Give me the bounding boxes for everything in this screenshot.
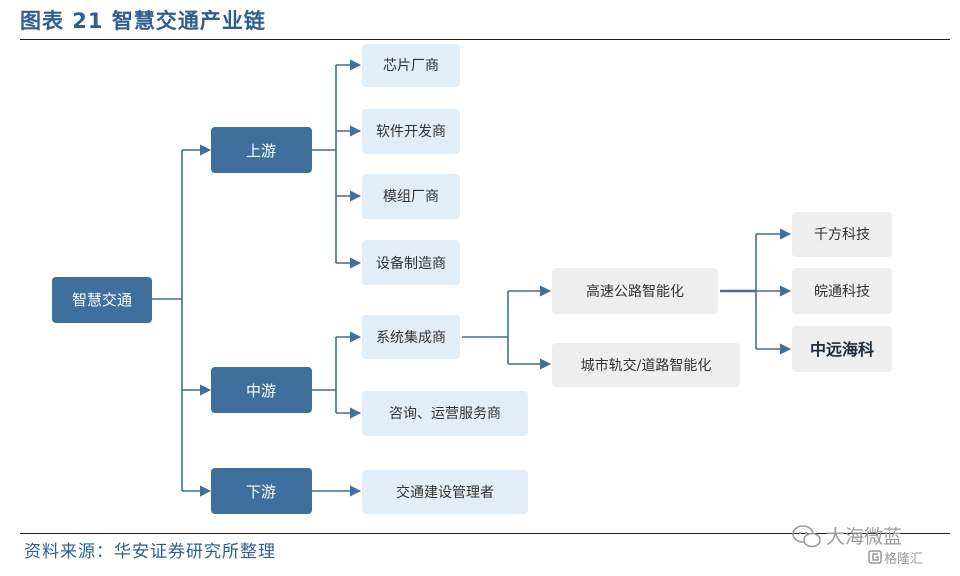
gelonghui-logo-icon bbox=[868, 550, 882, 564]
node-builder-label: 交通建设管理者 bbox=[396, 484, 494, 501]
node-urban: 城市轨交/道路智能化 bbox=[552, 343, 740, 387]
node-qianfang: 千方科技 bbox=[792, 212, 892, 257]
node-midstream: 中游 bbox=[211, 367, 312, 413]
node-module: 模组厂商 bbox=[362, 174, 460, 219]
node-highway-label: 高速公路智能化 bbox=[586, 283, 684, 300]
top-rule bbox=[20, 39, 950, 40]
watermark: 大海微蓝 格隆汇 bbox=[792, 520, 952, 570]
node-software: 软件开发商 bbox=[362, 109, 460, 154]
node-equipment-label: 设备制造商 bbox=[376, 255, 446, 272]
node-zhongyuan-label: 中远海科 bbox=[810, 340, 874, 359]
node-urban-label: 城市轨交/道路智能化 bbox=[581, 357, 712, 374]
integrator-connectors bbox=[462, 285, 552, 370]
watermark-text: 大海微蓝 bbox=[826, 526, 903, 548]
node-root-label: 智慧交通 bbox=[72, 291, 132, 309]
node-chip: 芯片厂商 bbox=[362, 44, 460, 87]
node-integrator-label: 系统集成商 bbox=[376, 329, 446, 346]
node-consulting-label: 咨询、运营服务商 bbox=[389, 406, 501, 422]
node-upstream: 上游 bbox=[211, 127, 312, 173]
midstream-connectors bbox=[312, 331, 362, 419]
node-module-label: 模组厂商 bbox=[383, 189, 439, 205]
node-zhongyuan: 中远海科 bbox=[792, 326, 892, 372]
node-wantong: 皖通科技 bbox=[792, 268, 892, 314]
node-chip-label: 芯片厂商 bbox=[383, 58, 439, 74]
node-highway: 高速公路智能化 bbox=[552, 268, 718, 314]
highway-connectors bbox=[720, 228, 792, 355]
source-footer: 资料来源：华安证券研究所整理 bbox=[24, 542, 276, 562]
node-consulting: 咨询、运营服务商 bbox=[362, 391, 528, 436]
figure-title: 图表 21 智慧交通产业链 bbox=[20, 9, 266, 33]
node-builder: 交通建设管理者 bbox=[362, 470, 528, 514]
node-midstream-label: 中游 bbox=[246, 382, 276, 400]
node-equipment: 设备制造商 bbox=[362, 240, 460, 285]
node-downstream: 下游 bbox=[211, 468, 312, 514]
node-wantong-label: 皖通科技 bbox=[814, 284, 870, 300]
root-connectors bbox=[152, 144, 212, 497]
node-upstream-label: 上游 bbox=[246, 142, 276, 160]
node-downstream-label: 下游 bbox=[246, 483, 276, 501]
wechat-icon bbox=[792, 525, 821, 548]
node-integrator: 系统集成商 bbox=[362, 315, 460, 359]
node-software-label: 软件开发商 bbox=[376, 124, 446, 140]
bottom-rule bbox=[20, 533, 950, 534]
watermark-sub: 格隆汇 bbox=[884, 552, 924, 567]
node-root: 智慧交通 bbox=[52, 277, 152, 323]
node-qianfang-label: 千方科技 bbox=[814, 227, 870, 243]
upstream-connectors bbox=[312, 59, 362, 269]
